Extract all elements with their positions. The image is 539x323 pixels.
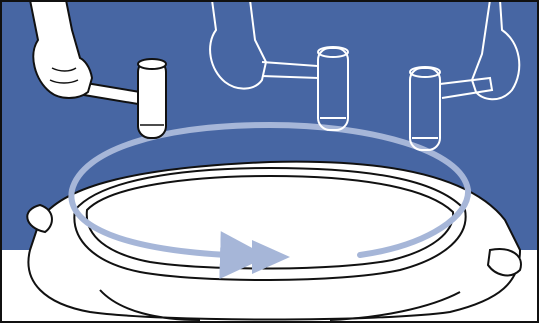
mallet-head (138, 60, 166, 138)
container-base (27, 162, 521, 320)
container-handle-right (488, 249, 521, 275)
mallet-head-top (138, 59, 166, 69)
